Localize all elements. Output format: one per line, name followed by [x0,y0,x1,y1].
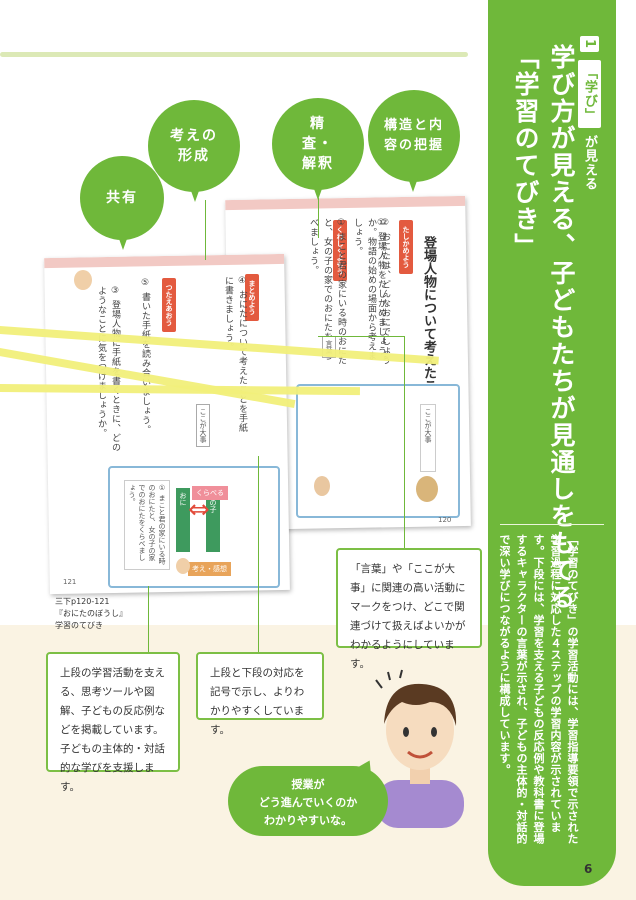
circle-share: 共有 [80,156,164,240]
caption-line-1: 三下p120-121 [55,597,110,606]
girl-character-icon [74,270,92,290]
connector-line [318,198,319,238]
section-heading: 1 「学び」 が見える [578,36,601,191]
keyword-mark-kokogadaiji: ここが大事 [196,404,210,447]
thought-label: 考え・感想 [188,562,231,576]
banner-divider [500,524,604,525]
circle-pin [190,188,200,202]
tag-tashikameyou: たしかめよう [399,220,413,274]
page-top-band [225,195,466,211]
annotation-keyword: 「言葉」や「ここが大事」に関連の高い活動にマークをつけ、どこで関連づけて扱えばよ… [336,548,482,670]
connector-line [205,200,206,260]
circle-scrutiny-label: 精査・解釈 [302,116,334,172]
section-suffix: が見える [582,135,597,192]
caption-line-3: 学習のてびき [55,621,103,630]
annotation-leader [318,336,404,337]
tag-kuwashikuyomou: くわしくよもう [333,220,347,281]
circle-scrutiny: 精査・解釈 [272,98,364,190]
circle-thought-form: 考えの形成 [148,100,240,192]
section-banner [488,6,616,886]
circle-share-label: 共有 [106,190,138,206]
right-col-2: ② おにたは、どんなおにでしょうか。物語の始めの場面から考えましょう。 [352,218,390,365]
circle-pin [408,178,418,192]
annotation-symbol: 上段と下段の対応を記号で示し、よりわかりやすくしています。 [196,652,324,736]
banner-body-text: 「学習のてびき」の学習活動には、学習指導要領で示された学習過程に対応した４ステッ… [498,534,579,845]
right-col-1: ① 登場人物をたしかめましょう。 [376,218,386,365]
bubble-line-3: わかりやすいな。 [264,814,352,827]
circle-thought-form-label: 考えの形成 [170,128,218,164]
top-divider [0,52,468,57]
banner-headline-1: 学び方が見える、子どもたちが見通しをもてる [547,44,576,611]
card-girl: 女の子 [206,488,220,552]
tag-matomeyou: まとめよう [245,274,259,321]
circle-pin [313,186,323,200]
left-card-reaction: ① まこと君の家にいる時のおにたと、女の子の家でのおにたをくらべましょう。 [124,480,170,570]
bubble-line-1: 授業が [291,778,325,791]
speech-bubble: 授業が どう進んでいくのか わかりやすいな。 [228,766,388,836]
right-card-1: ここが大事 [420,404,436,472]
card-oni: おに [176,488,190,552]
left-col-1: ④ おにたについて考えたことを手紙に書きましょう。 [223,276,247,433]
compare-arrow-icon: ⇔ [188,495,210,525]
owl-character-icon [416,476,438,502]
tag-tsutaeaou: つたえあおう [162,278,176,332]
banner-top-edge [488,0,616,10]
annotation-leader [148,586,149,654]
left-page-number: 121 [63,578,77,586]
section-number: 1 [580,36,599,53]
circle-structure-label: 構造と内容の把握 [383,118,444,153]
textbook-caption: 三下p120-121 『おにたのぼうし』 学習のてびき [55,596,127,632]
section-word: 「学び」 [578,59,601,128]
right-col-3: ① まこと君の家にいる時のおにたと、女の子の家でのおにたをくらべましょう。 [308,218,346,365]
caption-line-2: 『おにたのぼうし』 [55,609,127,618]
circle-structure: 構造と内容の把握 [368,90,460,182]
page-top-band [44,253,285,269]
right-page-number: 120 [438,516,452,524]
student-character-icon [176,558,190,574]
compare-label: くらべる [192,486,228,500]
circle-pin [118,236,128,250]
bubble-line-2: どう進んでいくのか [258,796,358,809]
annotation-leader [258,456,259,652]
annotation-leader [404,336,405,550]
annotation-support: 上段の学習活動を支える、思考ツールや図解、子どもの反応例などを掲載しています。子… [46,652,180,793]
banner-headline-2: 「学習のてびき」 [511,44,540,260]
child-character-icon [314,476,330,496]
student-boy-illustration [375,669,464,828]
page-number: 6 [584,862,593,876]
left-col-2: ⑤ 書いた手紙を読み合いましょう。 [140,278,150,435]
